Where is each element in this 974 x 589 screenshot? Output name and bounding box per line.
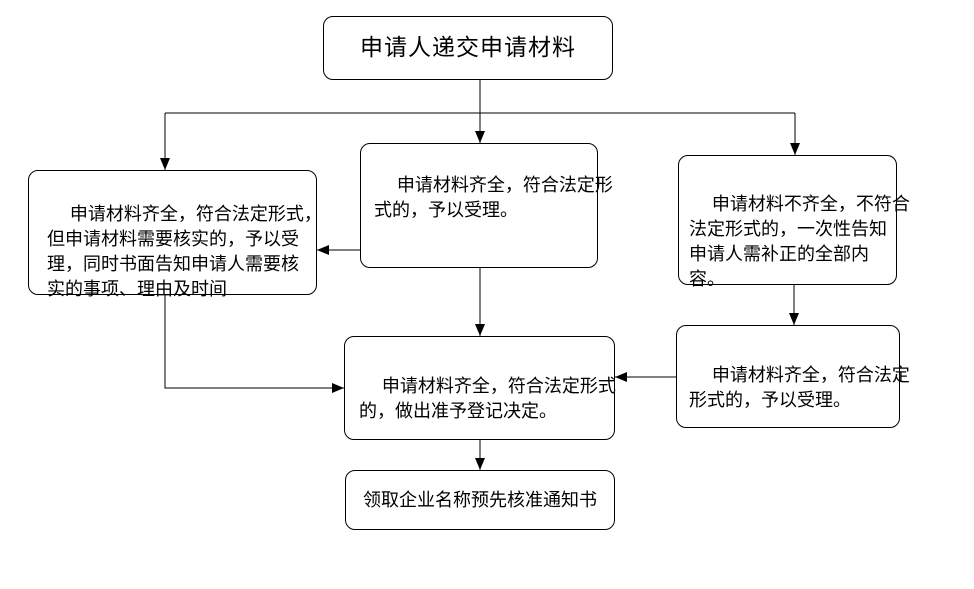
- node-resubmitted-accepted-label: 申请材料齐全，符合法定 形式的，予以受理。: [689, 365, 910, 411]
- node-receive-approval-notice: 领取企业名称预先核准通知书: [345, 470, 615, 530]
- node-complete-accepted-label: 申请材料齐全，符合法定形 式的，予以受理。: [374, 175, 613, 221]
- node-registration-decision: 申请材料齐全，符合法定形式 的，做出准予登记决定。: [344, 336, 616, 440]
- node-incomplete-notify-corrections-label: 申请材料不齐全，不符合 法定形式的，一次性告知 申请人需补正的全部内 容。: [689, 194, 910, 290]
- node-submit-materials-label: 申请人递交申请材料: [360, 34, 576, 61]
- node-incomplete-notify-corrections: 申请材料不齐全，不符合 法定形式的，一次性告知 申请人需补正的全部内 容。: [678, 155, 910, 290]
- node-registration-decision-label: 申请材料齐全，符合法定形式 的，做出准予登记决定。: [359, 376, 616, 422]
- node-complete-accepted: 申请材料齐全，符合法定形 式的，予以受理。: [360, 143, 613, 268]
- node-resubmitted-accepted: 申请材料齐全，符合法定 形式的，予以受理。: [676, 325, 910, 428]
- connector-verify-to-decision: [164, 295, 344, 393]
- node-accepted-needs-verification-label: 申请材料齐全，符合法定形式， 但申请材料需要核实的，予以受 理，同时书面告知申请…: [47, 204, 322, 300]
- node-accepted-needs-verification: 申请材料齐全，符合法定形式， 但申请材料需要核实的，予以受 理，同时书面告知申请…: [28, 170, 322, 300]
- node-submit-materials: 申请人递交申请材料: [323, 16, 613, 80]
- node-receive-approval-notice-label: 领取企业名称预先核准通知书: [363, 489, 597, 511]
